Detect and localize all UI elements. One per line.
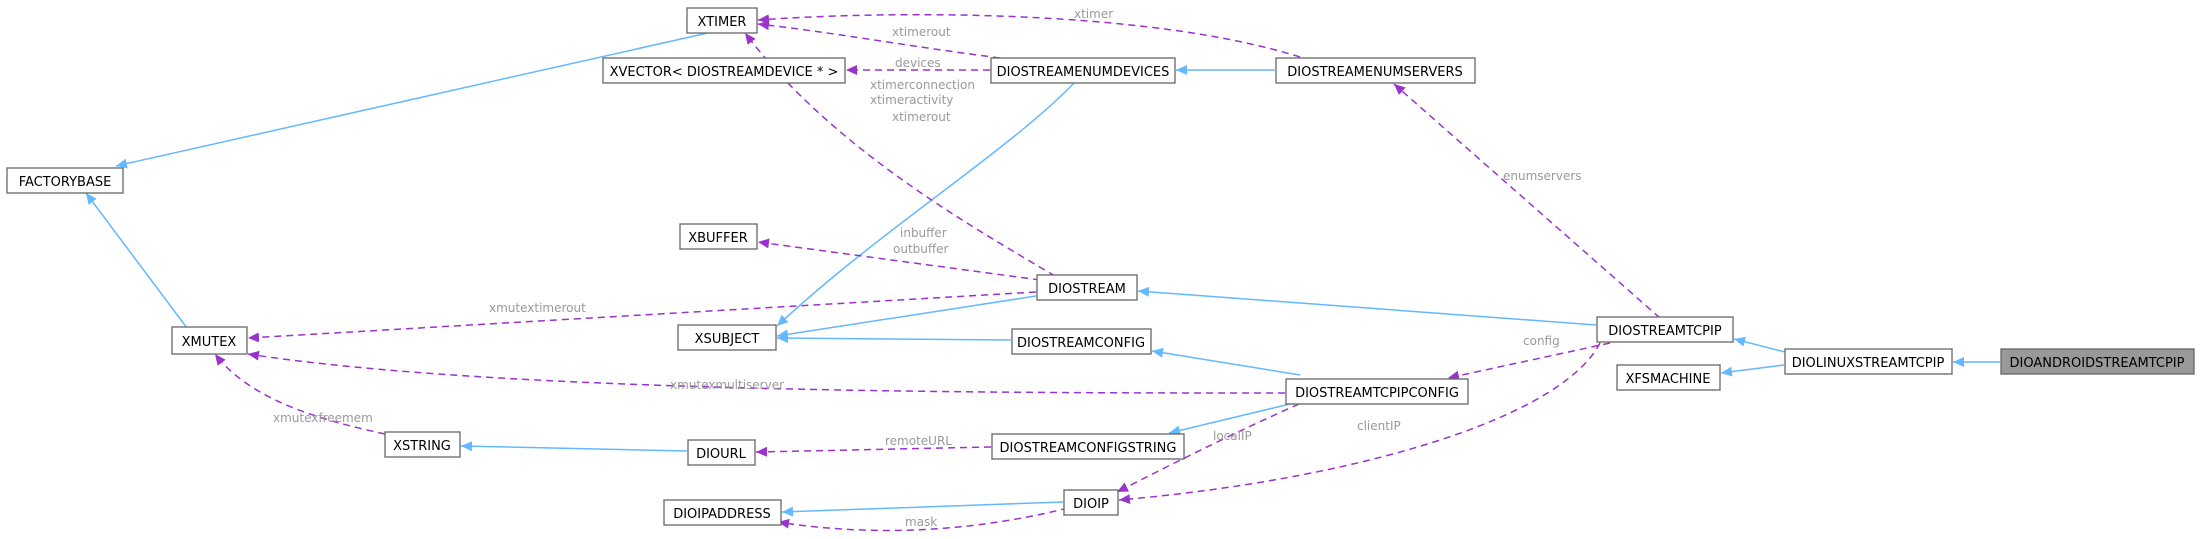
svg-text:XTIMER: XTIMER: [698, 15, 747, 30]
node-enumdevices[interactable]: DIOSTREAMENUMDEVICES: [990, 57, 1176, 84]
label-localIP: localIP: [1213, 429, 1252, 443]
node-streamconfig[interactable]: DIOSTREAMCONFIG: [1011, 328, 1152, 355]
svg-text:XBUFFER: XBUFFER: [688, 231, 748, 246]
edge-dioip-dioipaddress-mask: [777, 507, 1069, 532]
node-factorybase[interactable]: FACTORYBASE: [6, 167, 124, 194]
node-enumservers[interactable]: DIOSTREAMENUMSERVERS: [1275, 57, 1476, 84]
label-xtimerout-stream: xtimerout: [892, 110, 951, 124]
node-dioip[interactable]: DIOIP: [1063, 489, 1119, 516]
node-tcpip[interactable]: DIOSTREAMTCPIP: [1596, 316, 1734, 343]
label-xmutexmultiserver: xmutexmultiserver: [670, 378, 784, 392]
svg-text:DIOSTREAMENUMSERVERS: DIOSTREAMENUMSERVERS: [1287, 65, 1462, 80]
edge-tcpipconfig-configstring: [1168, 403, 1291, 436]
label-inbuffer: inbuffer: [900, 226, 947, 240]
node-linuxtcpip[interactable]: DIOLINUXSTREAMTCPIP: [1784, 348, 1953, 375]
svg-text:XMUTEX: XMUTEX: [182, 335, 237, 350]
edge-diourl-xstring: [460, 441, 688, 452]
node-configstring[interactable]: DIOSTREAMCONFIGSTRING: [991, 433, 1185, 460]
node-dioipaddress[interactable]: DIOIPADDRESS: [663, 499, 782, 526]
node-androidtcpip[interactable]: DIOANDROIDSTREAMTCPIP: [2000, 348, 2195, 375]
edge-tcpip-diostream: [1137, 286, 1597, 326]
label-clientIP: clientIP: [1357, 419, 1401, 433]
label-remoteURL: remoteURL: [885, 434, 952, 448]
label-xtimeractivity: xtimeractivity: [870, 93, 953, 107]
edge-tcpip-tcpipconfig: [1447, 342, 1611, 381]
node-xvector[interactable]: XVECTOR< DIOSTREAMDEVICE * >: [602, 57, 846, 84]
edge-tcpip-enumservers: [1393, 83, 1661, 319]
node-tcpipconfig[interactable]: DIOSTREAMTCPIPCONFIG: [1285, 378, 1469, 405]
svg-text:XSTRING: XSTRING: [393, 439, 451, 454]
label-xtimerconnection: xtimerconnection: [870, 78, 975, 92]
label-xmutexfreemem: xmutexfreemem: [273, 411, 373, 425]
node-xfsmachine[interactable]: XFSMACHINE: [1616, 364, 1721, 391]
label-devices: devices: [895, 56, 941, 70]
edge-linuxtcpip-xfsmachine: [1720, 364, 1785, 377]
edge-enumservers-xtimer: [757, 13, 1301, 58]
label-outbuffer: outbuffer: [893, 242, 949, 256]
node-xsubject[interactable]: XSUBJECT: [677, 324, 777, 351]
edge-enumdevices-xtimer: [757, 20, 1001, 59]
svg-text:XFSMACHINE: XFSMACHINE: [1626, 372, 1711, 387]
edge-tcpipconfig-xmutex: [247, 350, 1286, 394]
svg-text:DIOLINUXSTREAMTCPIP: DIOLINUXSTREAMTCPIP: [1792, 356, 1945, 371]
edge-dioip-dioipaddress: [781, 501, 1064, 517]
edge-xstring-xmutex: [214, 353, 386, 435]
label-xmutextimerout: xmutextimerout: [489, 301, 586, 315]
edge-linuxtcpip-tcpip: [1733, 336, 1786, 353]
label-xtimer-top: xtimer: [1074, 7, 1113, 21]
edge-diostream-xsubject: [776, 295, 1037, 340]
svg-text:DIOSTREAM: DIOSTREAM: [1048, 282, 1126, 297]
label-xtimerout-enum: xtimerout: [892, 25, 951, 39]
label-config: config: [1523, 334, 1560, 348]
edge-xmutex-factorybase: [85, 192, 191, 333]
node-xstring[interactable]: XSTRING: [384, 431, 461, 458]
edge-configstring-diourl: [755, 446, 992, 457]
svg-text:XSUBJECT: XSUBJECT: [695, 332, 760, 347]
label-mask: mask: [905, 515, 937, 529]
edge-enumdevices-xsubject: [776, 81, 1076, 327]
edge-streamconfig-xsubject: [776, 333, 1012, 344]
edge-tcpipconfig-dioip: [1116, 403, 1300, 493]
svg-text:DIOIPADDRESS: DIOIPADDRESS: [673, 507, 771, 522]
node-xmutex[interactable]: XMUTEX: [171, 326, 248, 355]
svg-text:DIOANDROIDSTREAMTCPIP: DIOANDROIDSTREAMTCPIP: [2010, 356, 2185, 371]
node-diostream[interactable]: DIOSTREAM: [1036, 274, 1138, 301]
svg-text:FACTORYBASE: FACTORYBASE: [19, 175, 112, 190]
node-xtimer[interactable]: XTIMER: [686, 7, 758, 34]
svg-text:DIOURL: DIOURL: [696, 447, 747, 462]
node-diourl[interactable]: DIOURL: [687, 439, 756, 466]
edge-tcpipconfig-streamconfig: [1151, 347, 1301, 376]
edge-tcpip-dioip: [1118, 342, 1601, 505]
svg-text:DIOSTREAMTCPIPCONFIG: DIOSTREAMTCPIPCONFIG: [1295, 386, 1459, 401]
label-enumservers: enumservers: [1503, 169, 1582, 183]
svg-text:DIOIP: DIOIP: [1073, 497, 1109, 512]
svg-text:DIOSTREAMCONFIGSTRING: DIOSTREAMCONFIGSTRING: [1000, 441, 1177, 456]
svg-text:XVECTOR< DIOSTREAMDEVICE * >: XVECTOR< DIOSTREAMDEVICE * >: [610, 65, 839, 80]
edge-xtimer-factorybase: [115, 31, 713, 169]
svg-text:DIOSTREAMENUMDEVICES: DIOSTREAMENUMDEVICES: [997, 65, 1170, 80]
svg-text:DIOSTREAMCONFIG: DIOSTREAMCONFIG: [1017, 336, 1145, 351]
node-xbuffer[interactable]: XBUFFER: [679, 223, 758, 250]
svg-text:DIOSTREAMTCPIP: DIOSTREAMTCPIP: [1608, 324, 1722, 339]
